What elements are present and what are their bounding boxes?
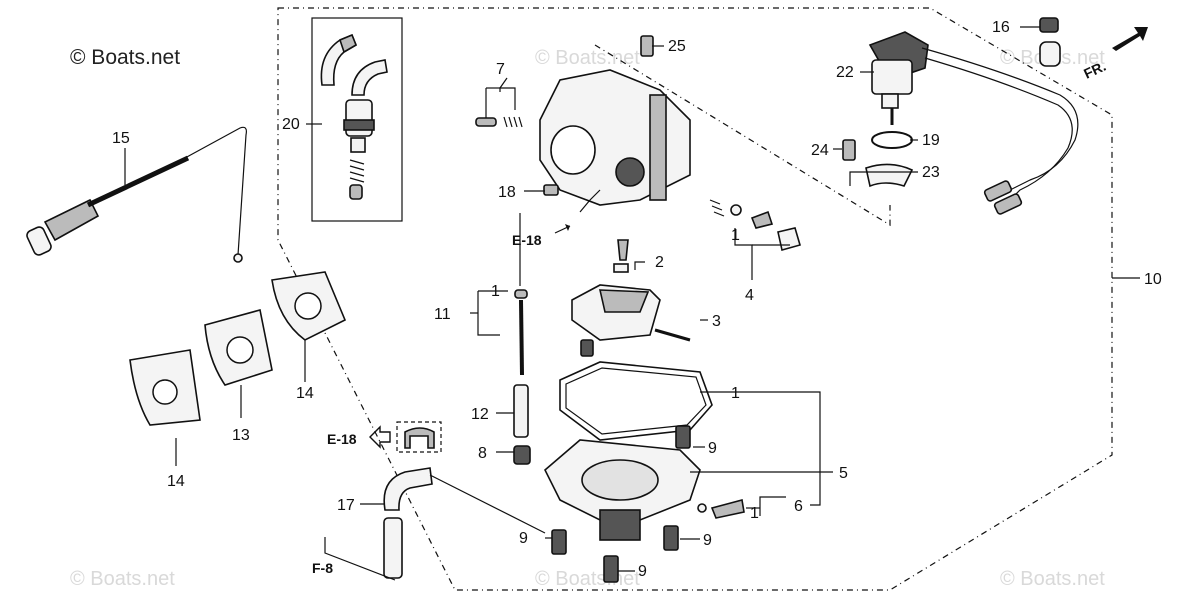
tube-12: [513, 384, 529, 438]
leader-lines: [124, 26, 1140, 581]
callout-14-left: 14: [167, 473, 185, 490]
reference-e18-top: E-18: [512, 232, 542, 248]
callout-10: 10: [1144, 271, 1162, 288]
bolt-9-right: [663, 525, 679, 551]
reference-e18-left: E-18: [327, 431, 357, 447]
callout-1-gasket: 1: [731, 385, 740, 402]
e18-left-reference: [369, 421, 442, 453]
bolt-9-bottom: [603, 555, 619, 583]
float-3: [571, 284, 691, 342]
float-valve-2: [613, 239, 629, 273]
callout-22: 22: [836, 64, 854, 81]
e18-top-arrowhead: [565, 224, 570, 231]
choke-cable-part: [26, 126, 247, 263]
plug-8: [513, 445, 531, 465]
clip-23: [865, 163, 914, 188]
fuel-valve-part: [320, 33, 388, 200]
screw-18: [543, 184, 559, 196]
assembly-boundary-inner: [594, 44, 891, 227]
solenoid-22: [868, 31, 1079, 215]
callout-11: 11: [434, 306, 451, 323]
callout-20: 20: [282, 116, 300, 133]
callout-9-upper: 9: [708, 440, 717, 457]
watermark: © Boats.net: [535, 47, 640, 69]
callout-24: 24: [811, 142, 829, 159]
callout-8: 8: [478, 445, 487, 462]
callout-labels: 25 7 18 20 15 16 22 19 24 23 1 4 E-18 2 …: [112, 19, 1162, 580]
watermark: © Boats.net: [70, 568, 175, 590]
screw-25: [640, 35, 654, 57]
bolt-9-upper: [675, 425, 691, 449]
callout-19: 19: [922, 132, 940, 149]
callout-25: 25: [668, 38, 686, 55]
carburetor-body: [539, 69, 691, 213]
gasket-14-left: [129, 349, 201, 426]
callout-16: 16: [992, 19, 1010, 36]
main-jet-11: [514, 289, 528, 376]
bowl-gasket-1: [559, 361, 713, 441]
part-20-box: [311, 17, 403, 222]
clamp-16: [1039, 17, 1061, 67]
o-ring-19: [871, 131, 913, 149]
pilot-screw-4: [709, 199, 801, 251]
bolt-9-left: [551, 529, 567, 555]
assembly-boundary: [277, 7, 1113, 591]
callout-18: 18: [498, 184, 516, 201]
callout-14-right: 14: [296, 385, 314, 402]
screw-24: [842, 139, 856, 161]
watermark: © Boats.net: [1000, 568, 1105, 590]
drain-screw-6: [697, 499, 745, 519]
callout-9-bottom: 9: [638, 563, 647, 580]
screw-7: [475, 116, 523, 128]
callout-5: 5: [839, 465, 848, 482]
callout-6: 6: [794, 498, 803, 515]
reference-f8: F-8: [312, 560, 333, 576]
callout-4: 4: [745, 287, 754, 304]
screw-upper-small: [580, 339, 594, 357]
callout-13: 13: [232, 427, 250, 444]
callout-1-pilot: 1: [731, 227, 740, 244]
front-direction-arrow: [1112, 27, 1148, 51]
callout-15: 15: [112, 130, 130, 147]
callout-12: 12: [471, 406, 489, 423]
callout-1-jet: 1: [491, 283, 500, 300]
float-chamber-5: [544, 439, 701, 541]
copyright-text: © Boats.net: [70, 46, 180, 69]
callout-2: 2: [655, 254, 664, 271]
callout-9-left: 9: [519, 530, 528, 547]
insulator-13: [204, 309, 273, 386]
hose-17: [383, 467, 433, 579]
callout-7: 7: [496, 61, 505, 78]
callout-3: 3: [712, 313, 721, 330]
callout-17: 17: [337, 497, 355, 514]
callout-23: 23: [922, 164, 940, 181]
gasket-14-right: [271, 271, 347, 341]
callout-1-drain: 1: [750, 505, 759, 522]
callout-9-right: 9: [703, 532, 712, 549]
